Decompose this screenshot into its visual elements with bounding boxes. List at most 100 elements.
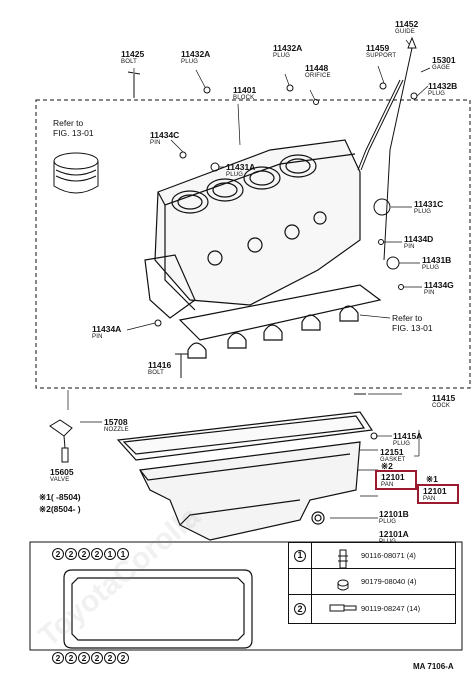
legend-row[interactable]: 1 90116-08071 (4) <box>289 543 455 569</box>
part-name: BOLT <box>121 59 138 65</box>
legend-part-code: 90116-08071 <box>361 551 405 560</box>
circled-number: 2 <box>78 548 90 560</box>
part-label-11431c[interactable]: 11431C PLUG <box>414 200 443 216</box>
piston-drawing <box>53 152 99 194</box>
part-number: 11416 <box>148 360 172 370</box>
reference-note-top[interactable]: Refer to FIG. 13-01 <box>53 118 94 138</box>
circled-number: 2 <box>65 548 77 560</box>
part-label-11416[interactable]: 11416 BOLT <box>148 361 171 377</box>
part-name: SUPPORT <box>366 53 397 59</box>
part-name: PLUG <box>379 519 397 525</box>
plug-11432a-right-drawing <box>286 84 294 92</box>
gasket-detail-boundary <box>29 541 463 651</box>
part-name: PAN <box>423 496 436 502</box>
part-number: 15605 <box>50 467 74 477</box>
legend-row[interactable]: 1 90179-08040 (4) <box>289 569 455 595</box>
circled-number: 2 <box>78 652 90 664</box>
part-label-11415a[interactable]: 11415A PLUG <box>393 432 422 448</box>
legend-quantity: (4) <box>406 551 416 560</box>
legend-part-number: 90116-08071 (4) <box>361 551 416 560</box>
nozzle-valve-drawing <box>49 419 73 463</box>
part-number: 11434A <box>92 324 122 334</box>
part-number: 11434G <box>424 280 454 290</box>
part-label-12101-left[interactable]: 12101 PAN <box>381 473 405 489</box>
circled-number: 2 <box>52 652 64 664</box>
part-label-11448[interactable]: 11448 ORIFICE <box>305 64 331 80</box>
part-number: 11459 <box>366 43 390 53</box>
part-name: BOLT <box>148 370 165 376</box>
oil-pan-drawing <box>116 411 374 541</box>
part-label-15708[interactable]: 15708 NOZZLE <box>104 418 129 434</box>
legend-row[interactable]: 2 90119-08247 (14) <box>289 595 455 623</box>
part-number: 12101B <box>379 509 409 519</box>
part-number: 11431A <box>226 162 256 172</box>
part-label-15301[interactable]: 15301 GAGE <box>432 56 456 72</box>
part-label-11432a-left[interactable]: 11432A PLUG <box>181 50 210 66</box>
part-number: 11401 <box>233 85 257 95</box>
part-number: 12101 <box>423 486 447 496</box>
circled-number: 2 <box>104 652 116 664</box>
part-number: 11425 <box>121 49 145 59</box>
reference-line: FIG. 13-01 <box>392 323 433 333</box>
circled-number: 2 <box>91 548 103 560</box>
part-number: 11432A <box>181 49 211 59</box>
part-number: 11431C <box>414 199 444 209</box>
part-label-11431b[interactable]: 11431B PLUG <box>422 256 451 272</box>
part-name: GUIDE <box>395 29 416 35</box>
part-number: 11434D <box>404 234 434 244</box>
part-label-11425[interactable]: 11425 BOLT <box>121 50 144 66</box>
fastener-legend-table: 1 90116-08071 (4) 1 90179-08040 (4) 2 90… <box>288 542 456 624</box>
note-star2: ※2 <box>381 461 393 471</box>
part-number: 11434C <box>150 130 180 140</box>
part-name: COCK <box>432 403 451 409</box>
part-label-12101b[interactable]: 12101B PLUG <box>379 510 409 526</box>
part-label-12151[interactable]: 12151 GASKET <box>380 448 406 464</box>
note-range-1: ※1( -8504) <box>39 492 81 502</box>
part-name: BLOCK <box>233 95 255 101</box>
part-label-11434g[interactable]: 11434G PIN <box>424 281 454 297</box>
circled-number: 2 <box>117 652 129 664</box>
circled-number: 2 <box>91 652 103 664</box>
part-label-11452[interactable]: 11452 GUIDE <box>395 20 418 36</box>
pan-gasket-outline-drawing <box>63 569 253 649</box>
part-label-11415[interactable]: 11415 COCK <box>432 394 455 410</box>
circled-number: 1 <box>117 548 129 560</box>
legend-key: 2 <box>289 595 312 623</box>
plug-11431c-drawing <box>373 198 391 216</box>
part-name: PLUG <box>226 172 244 178</box>
circled-number: 2 <box>52 548 64 560</box>
part-number: 11431B <box>422 255 452 265</box>
part-label-11434d[interactable]: 11434D PIN <box>404 235 433 251</box>
bolt-11425-drawing <box>127 71 141 98</box>
highlight-12101-left <box>375 470 417 490</box>
part-number: 11415 <box>432 393 456 403</box>
part-label-11459[interactable]: 11459 SUPPORT <box>366 44 396 60</box>
part-name: PIN <box>404 244 415 250</box>
reference-line: Refer to <box>53 118 84 128</box>
part-number: 12101A <box>379 529 409 539</box>
part-name: PLUG <box>273 53 291 59</box>
part-number: 12101 <box>381 472 405 482</box>
part-label-11434a[interactable]: 11434A PIN <box>92 325 121 341</box>
part-label-11432a-right[interactable]: 11432A PLUG <box>273 44 302 60</box>
part-name: ORIFICE <box>305 73 331 79</box>
reference-note-bottom[interactable]: Refer to FIG. 13-01 <box>392 313 433 333</box>
circled-row-bottom: 2 2 2 2 2 2 <box>52 652 129 664</box>
legend-part-number: 90179-08040 (4) <box>361 577 416 586</box>
bolt-11416-drawing <box>175 353 188 378</box>
legend-quantity: (14) <box>406 604 421 613</box>
part-label-11431a[interactable]: 11431A PLUG <box>226 163 255 179</box>
part-number: 11432A <box>273 43 303 53</box>
part-name: PLUG <box>414 209 432 215</box>
part-name: GASKET <box>380 457 406 463</box>
part-label-11401[interactable]: 11401 BLOCK <box>233 86 256 102</box>
part-label-15605[interactable]: 15605 VALVE <box>50 468 74 484</box>
legend-key: 1 <box>289 569 312 594</box>
part-label-11434c[interactable]: 11434C PIN <box>150 131 179 147</box>
part-name: PAN <box>381 482 394 488</box>
engine-block-group-boundary <box>35 99 471 389</box>
part-name: PLUG <box>422 265 440 271</box>
part-name: NOZZLE <box>104 427 129 433</box>
part-label-11432b[interactable]: 11432B PLUG <box>428 82 457 98</box>
part-label-12101-right[interactable]: 12101 PAN <box>423 487 447 503</box>
